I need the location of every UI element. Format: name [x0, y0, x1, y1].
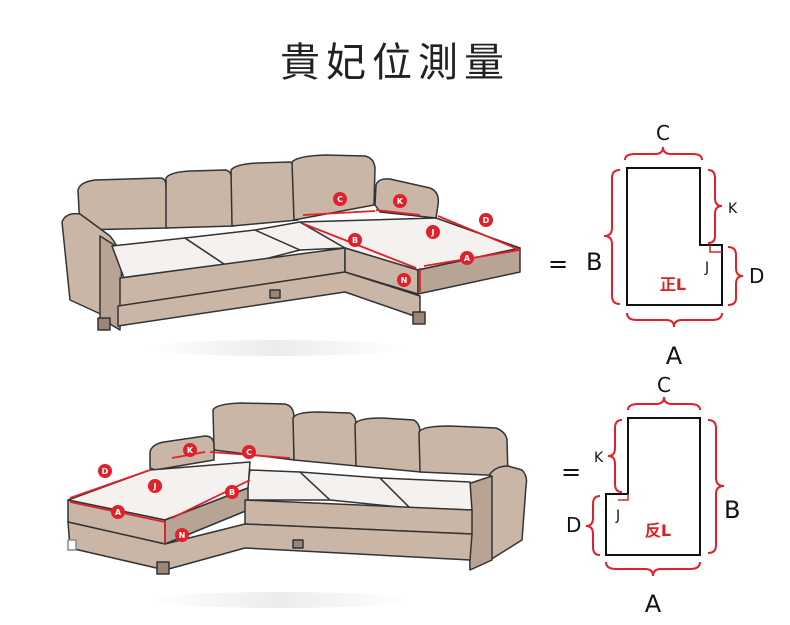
- label-inner: 正L: [660, 275, 686, 294]
- marker-a: A: [460, 251, 474, 265]
- marker-k: K: [183, 443, 197, 457]
- svg-text:C: C: [337, 195, 343, 204]
- page-title: 貴妃位測量: [280, 40, 510, 86]
- label-c: C: [657, 373, 671, 397]
- top-sofa: [61, 154, 521, 356]
- top-sofa-measure-lines: [302, 209, 521, 292]
- top-sofa-markers: C K D J B A N: [333, 192, 493, 287]
- marker-n: N: [175, 528, 189, 542]
- equals-sign: =: [561, 458, 581, 486]
- label-b: B: [586, 248, 602, 276]
- svg-text:J: J: [431, 228, 435, 237]
- bottom-sofa: [67, 402, 528, 608]
- svg-text:K: K: [187, 446, 194, 455]
- marker-k: K: [393, 194, 407, 208]
- marker-d: D: [479, 213, 493, 227]
- top-l-braces: [603, 146, 744, 328]
- bottom-l-braces: [585, 396, 725, 577]
- label-c: C: [656, 121, 670, 145]
- label-j: J: [704, 260, 709, 276]
- svg-text:J: J: [153, 482, 157, 491]
- svg-text:A: A: [464, 254, 471, 263]
- marker-j: J: [426, 225, 440, 239]
- bottom-sofa-markers: K C D J A B N: [98, 443, 256, 542]
- svg-text:K: K: [397, 197, 404, 206]
- label-j: J: [615, 508, 620, 524]
- marker-d: D: [98, 464, 112, 478]
- label-k: K: [594, 450, 604, 466]
- svg-text:N: N: [401, 276, 408, 285]
- label-b: B: [724, 496, 740, 524]
- marker-a: A: [111, 505, 125, 519]
- svg-text:C: C: [246, 448, 252, 457]
- marker-c: C: [242, 445, 256, 459]
- label-a: A: [666, 342, 683, 370]
- svg-text:D: D: [102, 467, 109, 476]
- label-inner: 反L: [645, 521, 671, 540]
- marker-b: B: [225, 485, 239, 499]
- marker-n: N: [397, 273, 411, 287]
- marker-c: C: [333, 192, 347, 206]
- label-k: K: [728, 201, 738, 217]
- label-a: A: [645, 590, 662, 618]
- marker-b: B: [348, 233, 362, 247]
- top-l-shape: [626, 167, 723, 306]
- svg-text:B: B: [229, 488, 235, 497]
- svg-text:D: D: [483, 216, 490, 225]
- svg-text:N: N: [179, 531, 186, 540]
- marker-j: J: [148, 479, 162, 493]
- svg-text:B: B: [352, 236, 358, 245]
- svg-text:A: A: [115, 508, 122, 517]
- equals-sign: =: [548, 250, 568, 278]
- label-d: D: [566, 513, 581, 537]
- label-d: D: [749, 264, 764, 288]
